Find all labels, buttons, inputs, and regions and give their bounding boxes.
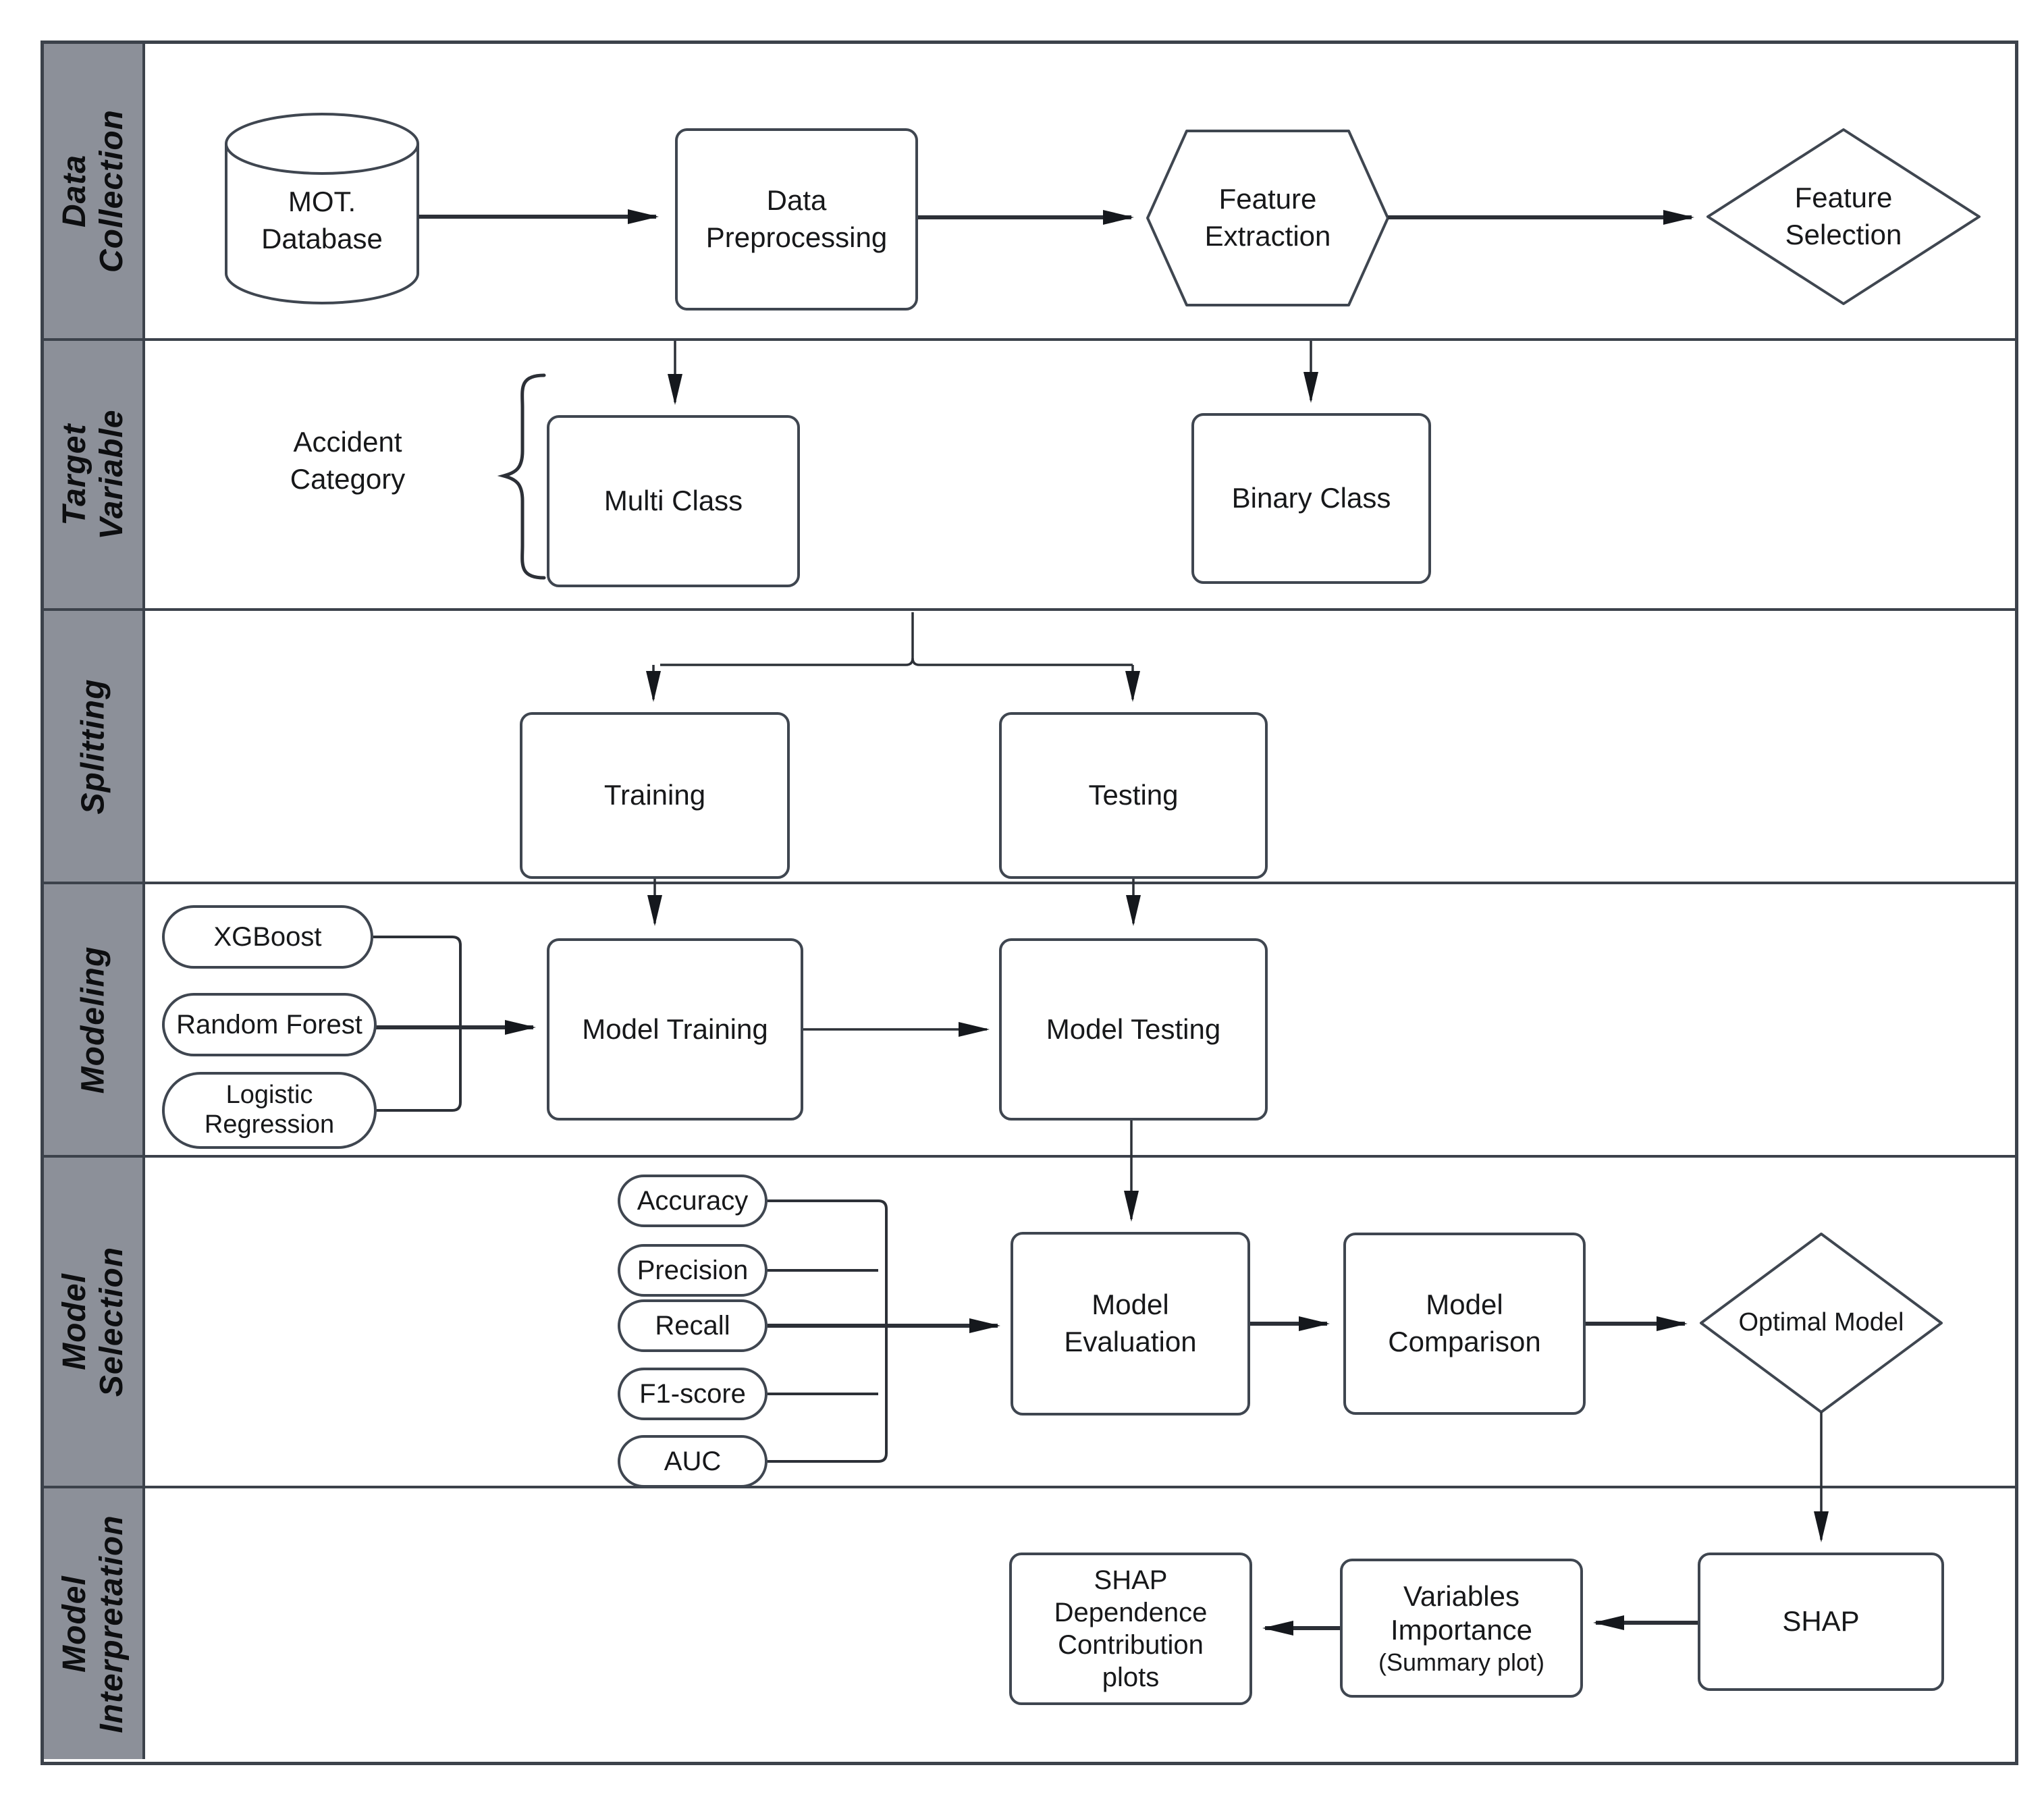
- lane-data-collection: Data Collection: [44, 44, 2015, 341]
- model-training-node: Model Training: [547, 938, 803, 1121]
- lane-title-splitting: Splitting: [75, 678, 111, 814]
- recall-node: Recall: [618, 1299, 768, 1352]
- lane-model-selection: Model Selection: [44, 1158, 2015, 1488]
- accident-category-label: Accident Category: [290, 426, 406, 495]
- variables-importance-title: Variables Importance: [1390, 1580, 1533, 1646]
- database-node-label: MOT. Database: [261, 186, 383, 254]
- xgboost-node: XGBoost: [162, 905, 373, 969]
- feature-extraction-node-label: Feature Extraction: [1204, 183, 1331, 252]
- lane-model-interpretation: Model Interpretation: [44, 1488, 2015, 1759]
- lane-title-modeling: Modeling: [75, 946, 111, 1094]
- f1-score-node: F1-score: [618, 1368, 768, 1420]
- shap-node: SHAP: [1698, 1553, 1944, 1691]
- feature-selection-node-label: Feature Selection: [1785, 182, 1902, 250]
- variables-importance-node: Variables Importance (Summary plot): [1340, 1559, 1583, 1698]
- lane-title-data-collection: Data Collection: [56, 109, 130, 273]
- optimal-model-node-label: Optimal Model: [1738, 1308, 1904, 1337]
- lane-target-variable: Target Variable: [44, 341, 2015, 611]
- variables-importance-subtitle: (Summary plot): [1378, 1648, 1545, 1676]
- lane-label-cell: Modeling: [44, 884, 145, 1155]
- lane-label-cell: Target Variable: [44, 341, 145, 608]
- model-testing-node: Model Testing: [999, 938, 1268, 1121]
- lane-title-model-selection: Model Selection: [56, 1246, 130, 1397]
- binary-class-node: Binary Class: [1191, 413, 1431, 584]
- lane-splitting: Splitting: [44, 611, 2015, 884]
- precision-node: Precision: [618, 1244, 768, 1297]
- lane-modeling: Modeling: [44, 884, 2015, 1158]
- lane-label-cell: Data Collection: [44, 44, 145, 338]
- random-forest-node: Random Forest: [162, 993, 377, 1056]
- auc-node: AUC: [618, 1435, 768, 1488]
- lane-title-model-interpretation: Model Interpretation: [56, 1514, 130, 1733]
- multi-class-node: Multi Class: [547, 415, 800, 587]
- model-evaluation-node: Model Evaluation: [1011, 1232, 1250, 1415]
- data-preprocessing-node: Data Preprocessing: [675, 128, 918, 311]
- testing-node: Testing: [999, 712, 1268, 879]
- logistic-regression-node: Logistic Regression: [162, 1072, 377, 1149]
- lane-label-cell: Model Selection: [44, 1158, 145, 1486]
- model-comparison-node: Model Comparison: [1343, 1233, 1586, 1415]
- swimlane-frame: Data Collection Target Variable Splittin…: [41, 41, 2018, 1765]
- lane-label-cell: Splitting: [44, 611, 145, 882]
- shap-dependence-node: SHAP Dependence Contribution plots: [1009, 1553, 1252, 1705]
- lane-title-target-variable: Target Variable: [56, 409, 130, 540]
- training-node: Training: [520, 712, 790, 879]
- accuracy-node: Accuracy: [618, 1175, 768, 1227]
- lane-label-cell: Model Interpretation: [44, 1488, 145, 1759]
